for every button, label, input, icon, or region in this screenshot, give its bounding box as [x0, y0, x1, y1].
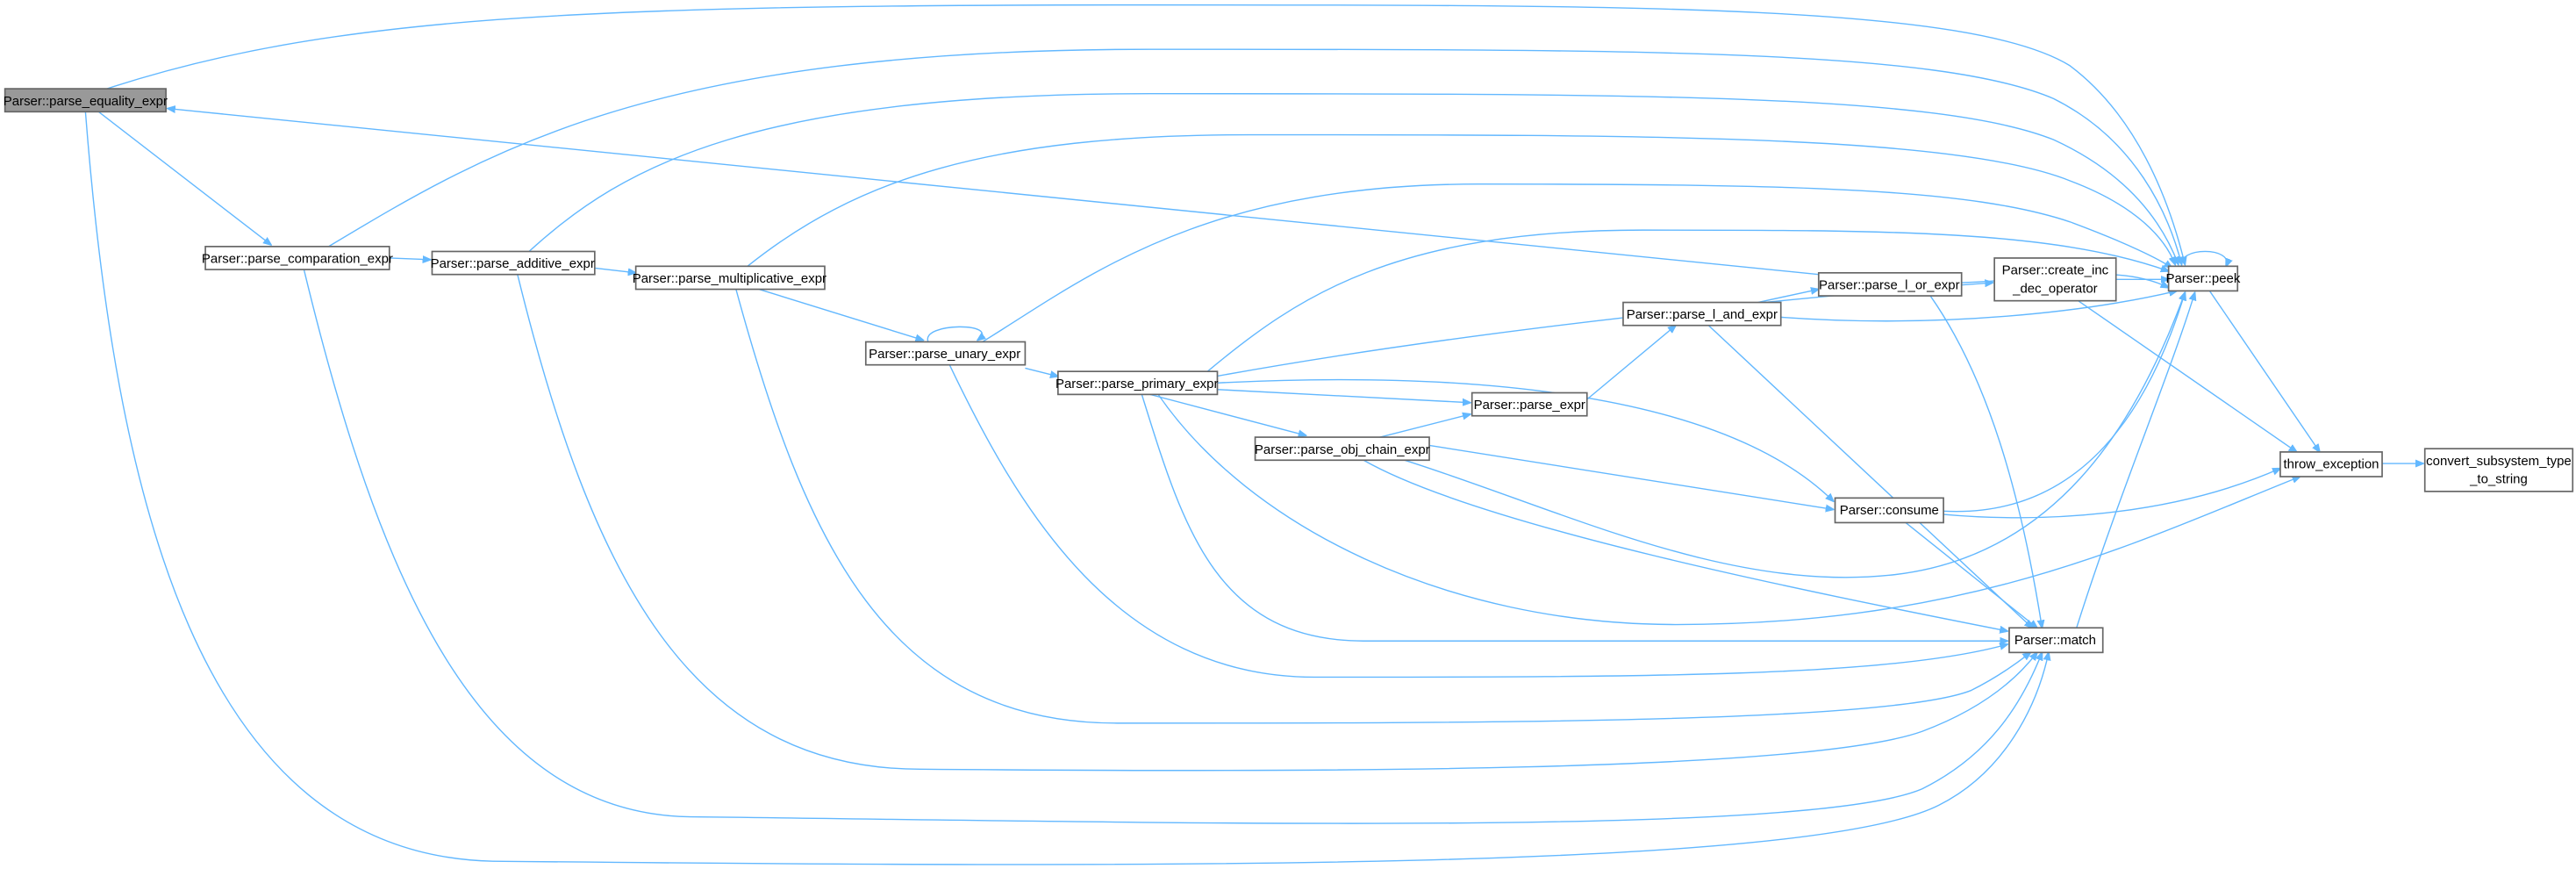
edge-peek-self: [2180, 250, 2227, 266]
nodes: Parser::parse_equality_expr Parser::pars…: [4, 88, 2574, 654]
node-label: Parser::parse_multiplicative_expr: [633, 271, 826, 286]
edge-consume-peek: [1943, 292, 2185, 513]
edge-additive-multiplicative: [592, 267, 636, 273]
edge-expr-l-and: [1586, 326, 1676, 400]
edge-comparation-match: [303, 269, 2042, 824]
edge-equality-comparation: [97, 111, 271, 245]
node-label: Parser::parse_equality_expr: [4, 94, 168, 109]
edge-consume-match: [1905, 521, 2037, 628]
node-label: Parser::parse_l_or_expr: [1819, 278, 1960, 293]
node-label: Parser::parse_primary_expr: [1055, 377, 1219, 391]
node-label: Parser::parse_expr: [1474, 398, 1585, 413]
node-throw-exception[interactable]: throw_exception: [2279, 451, 2383, 477]
edges: [84, 4, 2422, 865]
node-label: Parser::parse_additive_expr: [431, 256, 595, 271]
edge-peek-throw-exception: [2208, 291, 2319, 451]
edge-primary-peek: [1206, 229, 2168, 372]
node-parse-comparation-expr[interactable]: Parser::parse_comparation_expr: [202, 246, 393, 270]
edge-l-or-equality: [168, 109, 1819, 276]
edge-unary-primary: [1025, 367, 1057, 376]
node-parse-additive-expr[interactable]: Parser::parse_additive_expr: [431, 250, 596, 276]
edge-comparation-additive: [389, 258, 431, 260]
node-peek[interactable]: Parser::peek: [2166, 265, 2241, 292]
node-label-line2: _dec_operator: [2012, 281, 2098, 296]
edge-l-and-peek: [1780, 291, 2177, 322]
node-label-line1: Parser::create_inc: [2002, 263, 2109, 278]
node-parse-l-and-expr[interactable]: Parser::parse_l_and_expr: [1622, 301, 1782, 327]
edge-equality-peek: [106, 4, 2186, 265]
node-label: Parser::parse_comparation_expr: [202, 252, 393, 267]
edge-obj-chain-peek: [1404, 292, 2185, 578]
edge-l-or-match: [1929, 295, 2042, 628]
edge-primary-throw-exception: [1157, 393, 2300, 626]
node-label: Parser::consume: [1840, 503, 1939, 518]
edge-additive-match: [517, 274, 2037, 772]
node-match[interactable]: Parser::match: [2008, 627, 2104, 654]
edge-obj-chain-consume: [1428, 444, 1834, 509]
node-consume[interactable]: Parser::consume: [1834, 497, 1944, 524]
edge-obj-chain-match: [1363, 459, 2007, 631]
node-parse-equality-expr[interactable]: Parser::parse_equality_expr: [4, 88, 168, 113]
edge-multiplicative-match: [735, 289, 2030, 724]
node-parse-obj-chain-expr[interactable]: Parser::parse_obj_chain_expr: [1254, 436, 1430, 462]
node-convert-subsystem-type-to-string[interactable]: convert_subsystem_type _to_string: [2423, 448, 2574, 492]
edge-unary-match: [948, 364, 2007, 679]
node-label: Parser::match: [2014, 633, 2096, 648]
node-parse-primary-expr[interactable]: Parser::parse_primary_expr: [1055, 370, 1219, 396]
edge-comparation-peek: [328, 48, 2182, 264]
node-parse-l-or-expr[interactable]: Parser::parse_l_or_expr: [1817, 271, 1963, 297]
node-parse-expr[interactable]: Parser::parse_expr: [1470, 391, 1588, 417]
edge-obj-chain-expr: [1379, 414, 1470, 438]
edge-l-and-match: [1707, 325, 2032, 628]
edge-unary-self: [927, 326, 982, 342]
node-label: Parser::parse_unary_expr: [869, 347, 1020, 362]
edge-match-peek: [2076, 292, 2195, 628]
node-create-inc-dec-operator[interactable]: Parser::create_inc _dec_operator: [1993, 257, 2117, 302]
node-label-line2: _to_string: [2469, 471, 2528, 486]
node-label: Parser::parse_l_and_expr: [1627, 307, 1778, 322]
node-label: Parser::parse_obj_chain_expr: [1255, 442, 1430, 457]
edge-primary-obj-chain: [1149, 393, 1306, 435]
edge-primary-expr: [1217, 389, 1470, 403]
edge-additive-peek: [528, 93, 2179, 265]
node-label: Parser::peek: [2166, 271, 2241, 286]
edge-l-and-l-or: [1757, 290, 1819, 304]
edge-equality-match: [84, 111, 2049, 865]
edge-create-inc-throw-exception: [2078, 300, 2297, 452]
node-label: throw_exception: [2283, 457, 2379, 472]
node-label-line1: convert_subsystem_type: [2426, 454, 2572, 469]
edge-multiplicative-unary: [758, 288, 923, 341]
node-parse-multiplicative-expr[interactable]: Parser::parse_multiplicative_expr: [633, 265, 826, 291]
edge-primary-create-inc: [1215, 283, 1993, 377]
edge-unary-peek: [982, 183, 2172, 343]
node-parse-unary-expr[interactable]: Parser::parse_unary_expr: [864, 341, 1027, 366]
edge-consume-throw-exception: [1943, 469, 2280, 519]
edge-multiplicative-peek: [747, 133, 2175, 267]
edge-primary-match: [1141, 394, 2007, 641]
